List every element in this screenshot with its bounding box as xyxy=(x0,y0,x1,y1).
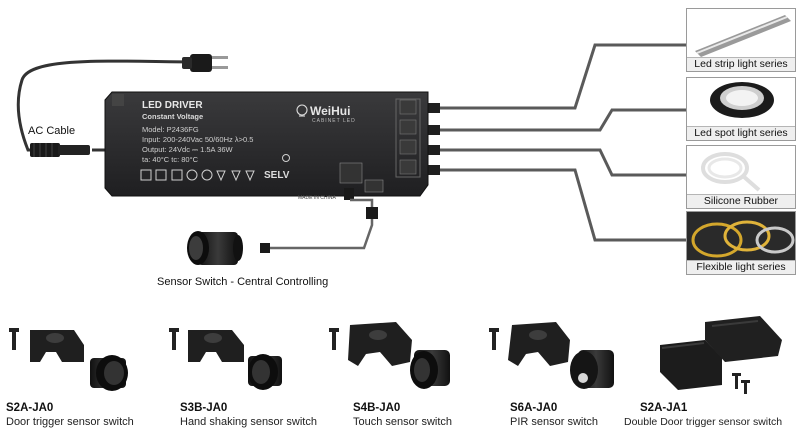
output-spot-light: Led spot light series xyxy=(686,77,796,141)
weihui-logo-icon xyxy=(296,104,308,117)
selv-mark: SELV xyxy=(264,170,290,181)
ac-cable-label: AC Cable xyxy=(28,125,76,137)
product-code: S2A-JA1 xyxy=(640,402,688,414)
certification-icons xyxy=(140,154,290,182)
flexible-light-icon xyxy=(687,212,795,262)
product-desc: Touch sensor switch xyxy=(353,416,453,428)
product-desc: Double Door trigger sensor switch xyxy=(624,416,783,428)
driver-temps: ta: 40°C tc: 80°C xyxy=(142,155,199,164)
screw-icon xyxy=(9,328,19,350)
strip-light-icon xyxy=(695,15,791,57)
output-plugs xyxy=(428,103,440,175)
led-driver-box xyxy=(104,91,429,200)
product-code: S3B-JA0 xyxy=(180,402,228,414)
product-code: S2A-JA0 xyxy=(6,402,54,414)
ac-cable xyxy=(16,59,201,152)
brand-name: WeiHui xyxy=(310,104,351,118)
spot-light-icon xyxy=(710,82,774,118)
brand-sub: CABINET LED xyxy=(312,118,356,124)
central-sensor-switch xyxy=(187,231,243,265)
product-desc: PIR sensor switch xyxy=(510,416,599,428)
product-code: S4B-JA0 xyxy=(353,402,401,414)
output-label: Silicone Rubber xyxy=(687,194,795,208)
sensor-switch-label: Sensor Switch - Central Controlling xyxy=(157,276,329,288)
output-label: Led spot light series xyxy=(687,126,795,140)
output-silicone-rubber: Silicone Rubber xyxy=(686,145,796,209)
driver-heading: LED DRIVER xyxy=(142,100,203,111)
sensor-cable xyxy=(267,198,374,250)
ac-connector-icon xyxy=(30,143,90,157)
ac-plug-icon xyxy=(182,54,228,72)
driver-output: Output: 24Vdc ⎓ 1.5A 36W xyxy=(142,145,233,154)
product-desc: Hand shaking sensor switch xyxy=(180,416,317,428)
product-images xyxy=(9,316,782,394)
product-desc: Door trigger sensor switch xyxy=(6,416,134,428)
silicone-rubber-icon xyxy=(701,152,761,192)
product-code: S6A-JA0 xyxy=(510,402,558,414)
made-in: MADE IN CHINA xyxy=(298,195,336,201)
output-label: Led strip light series xyxy=(687,57,795,71)
driver-input: Input: 200-240Vac 50/60Hz λ>0.5 xyxy=(142,135,254,144)
driver-model: Model: P2436FG xyxy=(142,125,199,134)
output-label: Flexible light series xyxy=(687,260,795,274)
output-cables xyxy=(432,43,688,242)
output-flexible-light: Flexible light series xyxy=(686,211,796,275)
driver-subheading: Constant Voltage xyxy=(142,112,204,121)
output-strip-light: Led strip light series xyxy=(686,8,796,72)
